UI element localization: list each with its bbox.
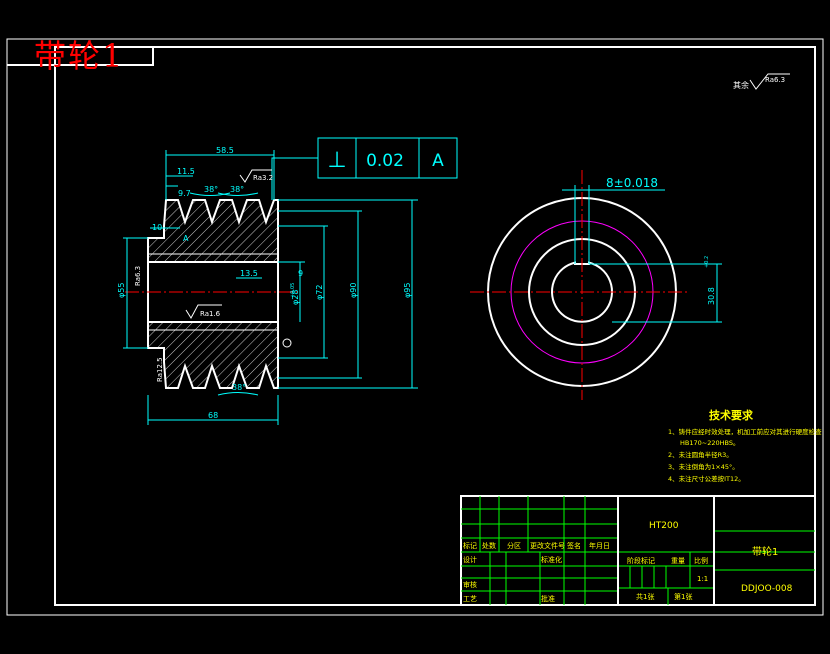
svg-text:阶段标记: 阶段标记: [627, 556, 655, 565]
technical-requirements: 技术要求 1、铸件应经时效处理，机加工前应对其进行硬度检查 HB170~220H…: [668, 408, 822, 483]
svg-text:签名: 签名: [567, 541, 581, 550]
svg-text:10: 10: [152, 223, 162, 232]
svg-text:38°: 38°: [232, 383, 246, 392]
upper-section: [147, 199, 279, 263]
datum-marker-icon: [282, 338, 292, 348]
svg-text:设计: 设计: [463, 555, 477, 564]
title-tab: [7, 47, 154, 66]
keyed-bore: [551, 261, 613, 323]
svg-text:审核: 审核: [463, 580, 477, 589]
svg-text:技术要求: 技术要求: [709, 408, 754, 422]
svg-text:φ55: φ55: [117, 283, 126, 298]
svg-text:年月日: 年月日: [589, 541, 610, 550]
end-view: [470, 170, 690, 400]
svg-text:其余: 其余: [733, 80, 749, 90]
right-dimension-labels: 8±0.018 30.8 +0.2: [606, 176, 716, 305]
perpendicularity-symbol-icon: ⊥: [327, 148, 346, 173]
tolerance-frame: ⊥ 0.02 A: [271, 137, 458, 200]
svg-text:HT200: HT200: [649, 521, 679, 531]
roughness-symbol-icon: [749, 73, 790, 90]
svg-text:+0.2: +0.2: [704, 256, 710, 268]
svg-text:比例: 比例: [694, 556, 708, 565]
svg-text:Ra1.6: Ra1.6: [200, 310, 221, 318]
svg-text:38°: 38°: [204, 185, 218, 194]
svg-text:批准: 批准: [541, 594, 555, 603]
svg-text:9: 9: [298, 269, 303, 278]
svg-text:3、未注倒角为1×45°。: 3、未注倒角为1×45°。: [668, 462, 739, 471]
svg-text:标记: 标记: [463, 541, 477, 550]
svg-text:8±0.018: 8±0.018: [606, 176, 658, 190]
svg-text:DDJOO-008: DDJOO-008: [741, 584, 793, 594]
left-dimensions: [123, 150, 418, 425]
title-block: HT200 带轮1 DDJOO-008 1:1 标记 处数 分区 更改文件号 签…: [460, 495, 816, 606]
svg-text:Ra6.3: Ra6.3: [765, 76, 785, 84]
roughness-note: 其余 Ra6.3: [733, 73, 790, 90]
lower-section: [147, 321, 279, 389]
outer-frame: [6, 38, 824, 616]
svg-text:38°: 38°: [230, 185, 244, 194]
svg-text:第1张: 第1张: [674, 592, 692, 601]
inner-frame: [54, 46, 816, 606]
svg-text:A: A: [183, 234, 189, 243]
svg-text:0.02: 0.02: [366, 151, 404, 171]
svg-text:标准化: 标准化: [541, 555, 562, 564]
roughness-symbol-icons: [185, 169, 272, 319]
svg-text:φ90: φ90: [349, 283, 358, 298]
svg-text:共1张: 共1张: [636, 592, 654, 601]
svg-text:工艺: 工艺: [463, 595, 477, 603]
section-view: [125, 199, 300, 389]
svg-text:68: 68: [208, 411, 218, 420]
svg-text:Ra12.5: Ra12.5: [156, 357, 164, 382]
svg-text:1:1: 1:1: [697, 575, 708, 583]
left-dimension-labels: 58.5 11.5 9.7 38° 38° 38° 10 13.5 9 68 A…: [117, 146, 412, 420]
svg-text:11.5: 11.5: [177, 167, 195, 176]
svg-text:A: A: [432, 151, 444, 171]
svg-text:φ72: φ72: [315, 285, 324, 300]
svg-text:分区: 分区: [507, 541, 521, 550]
svg-text:处数: 处数: [482, 541, 496, 550]
drawing-title: 带轮1: [34, 37, 125, 75]
svg-text:带轮1: 带轮1: [752, 545, 778, 558]
svg-text:φ28: φ28: [291, 290, 300, 305]
svg-text:重量: 重量: [671, 557, 685, 565]
svg-text:HB170~220HBS。: HB170~220HBS。: [680, 439, 739, 447]
svg-text:2、未注圆角半径R3。: 2、未注圆角半径R3。: [668, 450, 733, 459]
svg-text:1、铸件应经时效处理，机加工前应对其进行硬度检查: 1、铸件应经时效处理，机加工前应对其进行硬度检查: [668, 427, 822, 436]
roughness-labels: Ra3.2 Ra1.6 Ra6.3 Ra12.5: [134, 174, 273, 382]
svg-text:4、未注尺寸公差按IT12。: 4、未注尺寸公差按IT12。: [668, 474, 745, 483]
svg-text:Ra3.2: Ra3.2: [253, 174, 273, 182]
svg-text:9.7: 9.7: [178, 189, 191, 198]
svg-text:58.5: 58.5: [216, 146, 234, 155]
svg-text:+0.05: +0.05: [290, 283, 296, 298]
svg-text:φ95: φ95: [403, 283, 412, 298]
svg-text:更改文件号: 更改文件号: [530, 541, 565, 550]
svg-text:30.8: 30.8: [707, 287, 716, 305]
svg-text:13.5: 13.5: [240, 269, 258, 278]
svg-text:Ra6.3: Ra6.3: [134, 266, 142, 286]
right-dimensions: [562, 185, 722, 323]
